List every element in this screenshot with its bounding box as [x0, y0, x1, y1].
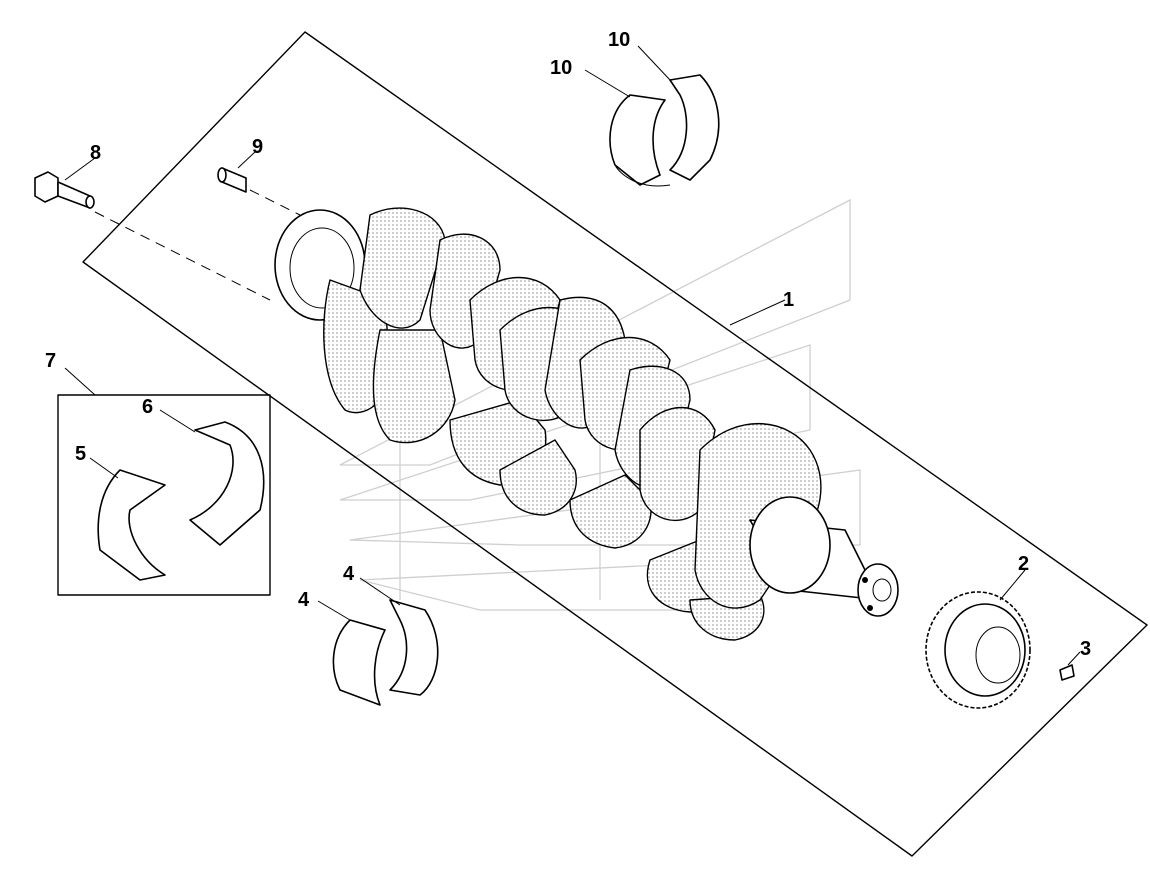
callout-10a: 10 [608, 29, 630, 51]
shaft-hole-2 [867, 605, 873, 611]
callout-8: 8 [90, 142, 101, 164]
bearing-kit-outline [57, 394, 271, 596]
callout-5: 5 [75, 443, 86, 465]
bearing-shell-pair-10 [609, 74, 720, 187]
callout-4a: 4 [343, 563, 355, 585]
leader-4a [359, 577, 401, 606]
bearing-shell-6 [189, 421, 265, 546]
callout-6: 6 [142, 396, 153, 418]
leader-3 [1067, 651, 1081, 666]
callout-1: 1 [783, 289, 794, 311]
woodruff-key [1059, 664, 1075, 681]
dowel-pin [217, 167, 247, 193]
leader-9 [237, 151, 256, 169]
callout-7: 7 [45, 350, 56, 372]
bearing-shell-5 [97, 469, 166, 581]
callout-9: 9 [252, 136, 263, 158]
leader-5 [89, 457, 119, 479]
crankshaft [274, 207, 899, 641]
alignment-line-bolt [94, 211, 271, 301]
alignment-line-pin [249, 189, 301, 216]
shaft-hole-1 [862, 577, 868, 583]
callout-2: 2 [1018, 553, 1029, 575]
leader-6 [159, 409, 196, 433]
bolt [34, 171, 95, 209]
leader-7 [64, 367, 96, 396]
leader-10a [637, 45, 671, 81]
callout-3: 3 [1080, 638, 1091, 660]
leader-4b [317, 600, 351, 621]
callout-10b: 10 [550, 57, 572, 79]
leader-8 [64, 157, 96, 181]
bearing-shell-pair-4 [332, 599, 439, 706]
callout-4b: 4 [298, 589, 310, 611]
crankshaft-assembly-outline [82, 31, 1148, 857]
leader-1 [729, 299, 786, 326]
leader-2 [999, 569, 1026, 601]
timing-gear [925, 591, 1031, 709]
leader-10b [584, 69, 631, 98]
